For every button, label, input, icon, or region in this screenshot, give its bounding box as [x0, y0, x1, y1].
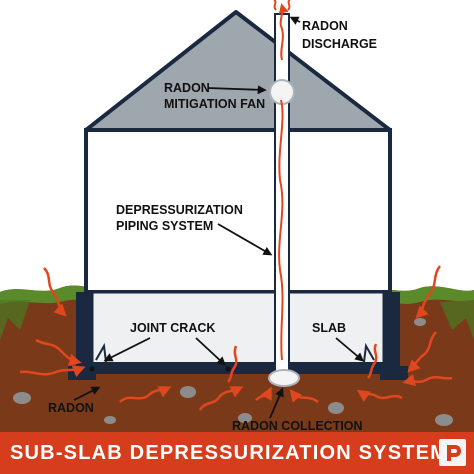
radon-arrow [407, 331, 437, 373]
radon-arrow [19, 365, 86, 378]
brand-logo-icon [439, 439, 466, 466]
arrow-radon-collection [269, 387, 284, 419]
stone [414, 318, 426, 326]
radon-arrow [255, 386, 272, 401]
footer-banner: SUB-SLAB DEPRESSURIZATION SYSTEM [0, 432, 474, 474]
label-radon-discharge-line1: RADON [302, 19, 348, 33]
radon-flow-arrows [19, 265, 453, 411]
labels: RADON DISCHARGE RADON MITIGATION FAN DEP… [48, 16, 377, 433]
arrow-slab [335, 337, 365, 362]
radon-arrow [356, 389, 403, 403]
arrow-radon [73, 386, 101, 401]
label-radon-discharge-line2: DISCHARGE [302, 37, 377, 51]
footer-title: SUB-SLAB DEPRESSURIZATION SYSTEM [10, 441, 449, 464]
stone [104, 416, 116, 424]
house-wall [84, 128, 392, 294]
label-slab: SLAB [312, 321, 346, 335]
arrow-to-pipe [217, 223, 273, 256]
depressurization-pipe [268, 0, 300, 387]
collection-pit [268, 369, 300, 387]
radon-arrow [43, 267, 67, 317]
radon-arrow [367, 343, 378, 379]
label-depressurization-line1: DEPRESSURIZATION [116, 203, 243, 217]
label-joint-crack: JOINT CRACK [130, 321, 215, 335]
stone [180, 386, 196, 398]
arrow-joint-crack-left [103, 337, 151, 362]
stone [238, 413, 252, 423]
stone [435, 414, 453, 426]
stone [13, 392, 31, 404]
foundation-wall-left [76, 292, 92, 372]
label-radon-mitigation-fan-line1: RADON [164, 81, 210, 95]
label-radon-mitigation-fan-line2: MITIGATION FAN [164, 97, 265, 111]
radon-arrow [402, 373, 453, 386]
label-radon: RADON [48, 401, 94, 415]
radon-arrow [119, 386, 172, 403]
label-radon-collection: RADON COLLECTION [232, 419, 363, 433]
radon-arrow [227, 345, 238, 383]
radon-arrow [35, 338, 82, 366]
label-depressurization-line2: PIPING SYSTEM [116, 219, 213, 233]
stone [328, 402, 344, 414]
arrow-joint-crack-right [195, 337, 226, 366]
radon-arrow [415, 265, 442, 319]
arrow-to-fan [207, 85, 267, 95]
radon-arrow [198, 386, 244, 411]
radon-arrow [289, 389, 319, 404]
footing-right [380, 366, 408, 380]
foundation-wall-right [384, 292, 400, 372]
